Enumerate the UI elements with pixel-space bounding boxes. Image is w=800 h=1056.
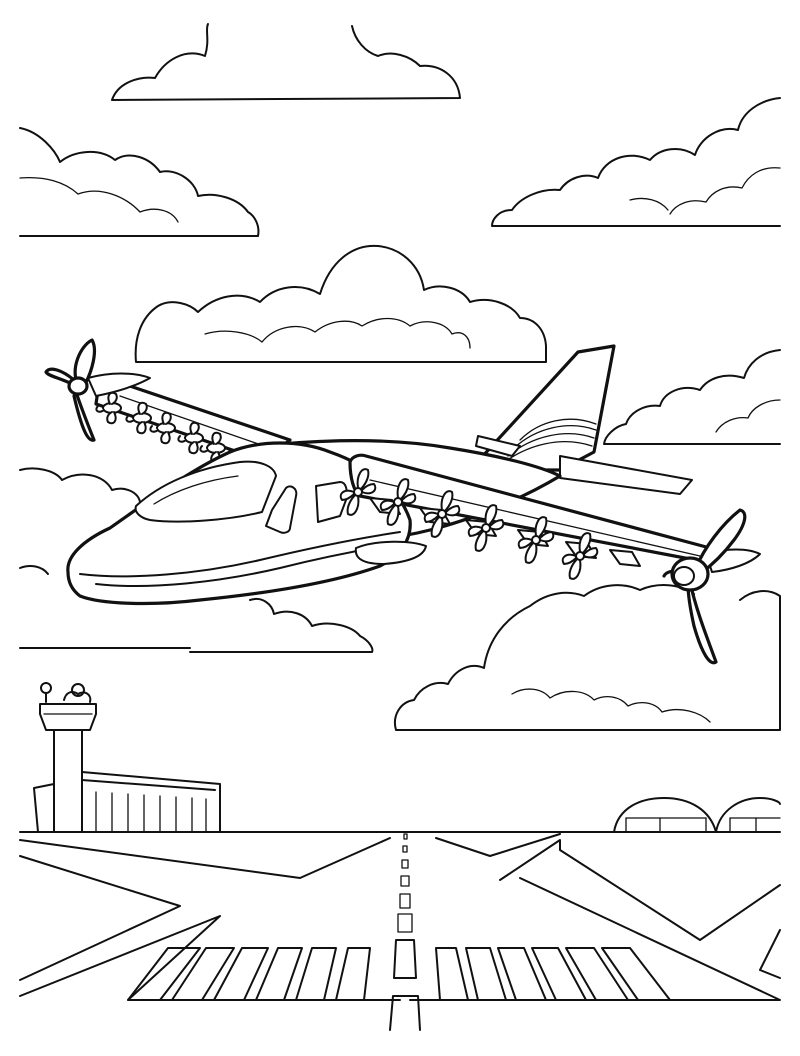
cloud-left-top-inner: [19, 176, 179, 223]
side-window-front: [265, 485, 298, 534]
propeller-right-wingtip: [662, 508, 747, 665]
cloud-middle-inner: [204, 317, 471, 349]
runway-threshold-stripes: [127, 947, 671, 1001]
cloud-left-low: [19, 565, 374, 653]
vertical-tail: [468, 344, 616, 472]
cloud-right-top: [491, 97, 781, 227]
cloud-left-mid: [19, 467, 141, 503]
wing-left-propellers: [95, 391, 226, 465]
runway-centerline: [389, 833, 421, 1031]
cloud-right-mid-inner: [715, 399, 781, 433]
cloud-top: [111, 23, 461, 101]
terminal-building: [33, 771, 221, 833]
cloud-middle: [134, 244, 547, 363]
cloud-right-low: [394, 584, 781, 731]
gear-fairing: [354, 540, 427, 565]
wing-right-propellers: [339, 468, 599, 580]
cloud-left-top: [19, 127, 260, 237]
horizontal-stabilizer-right: [559, 455, 693, 495]
airport-buildings: [19, 682, 781, 833]
runway: [19, 833, 781, 1031]
airplane: [44, 338, 761, 665]
control-tower: [39, 682, 97, 833]
hangars: [613, 797, 781, 833]
clouds: [19, 23, 781, 731]
cloud-right-low-inner: [511, 688, 711, 723]
propeller-left-wingtip: [44, 338, 97, 442]
horizontal-stabilizer-left: [475, 435, 521, 457]
cloud-right-top-inner: [629, 167, 781, 215]
cloud-right-mid: [603, 349, 781, 445]
cockpit-windshield: [134, 460, 277, 523]
